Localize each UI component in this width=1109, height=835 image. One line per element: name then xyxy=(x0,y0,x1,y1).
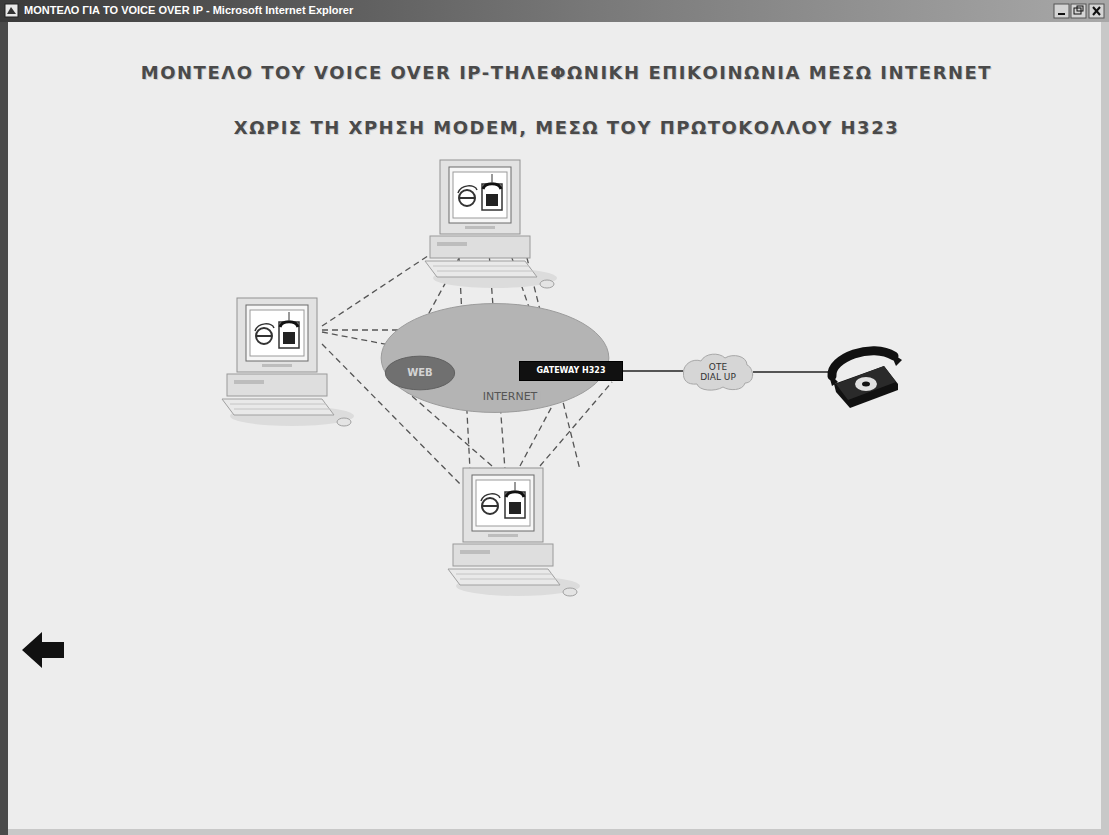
internet-cloud: INTERNET WEB GATEWAY H323 xyxy=(380,303,610,413)
title-bar xyxy=(0,0,1109,22)
connector-line xyxy=(623,370,683,371)
web-ellipse: WEB xyxy=(385,356,455,390)
gateway-box: GATEWAY H323 xyxy=(519,361,623,381)
phone-line xyxy=(753,371,832,372)
node-label: GATEWAY H323 xyxy=(537,366,606,375)
ellipse-shape xyxy=(381,304,609,413)
page-subheading: ΧΩΡΙΣ ΤΗ ΧΡΗΣΗ MODEM, ΜΕΣΩ ΤΟΥ ΠΡΩΤΟΚΟΛΛ… xyxy=(24,117,1109,138)
page-heading: ΜΟΝΤΕΛΟ ΤΟΥ VOICE OVER IP-ΤΗΛΕΦΩΝΙΚΗ ΕΠΙ… xyxy=(24,62,1109,83)
back-arrow xyxy=(22,632,64,668)
telephone xyxy=(828,351,902,408)
computer xyxy=(425,160,557,288)
window-frame xyxy=(0,22,8,835)
ote-cloud: OTE DIAL UP xyxy=(683,352,753,392)
window-frame xyxy=(1101,22,1109,835)
window-title: ΜΟΝΤΕΛΟ ΓΙΑ ΤΟ VOICE OVER IP - Microsoft… xyxy=(24,4,353,16)
computer xyxy=(222,298,354,426)
node-label: WEB xyxy=(407,367,432,379)
cloud-shape xyxy=(683,354,752,390)
node-label: OTE DIAL UP xyxy=(699,362,737,383)
window-buttons xyxy=(1054,4,1104,18)
ellipse-shape xyxy=(385,356,454,390)
computer xyxy=(448,468,580,596)
window-frame xyxy=(8,829,1101,835)
node-label: INTERNET xyxy=(480,391,541,404)
